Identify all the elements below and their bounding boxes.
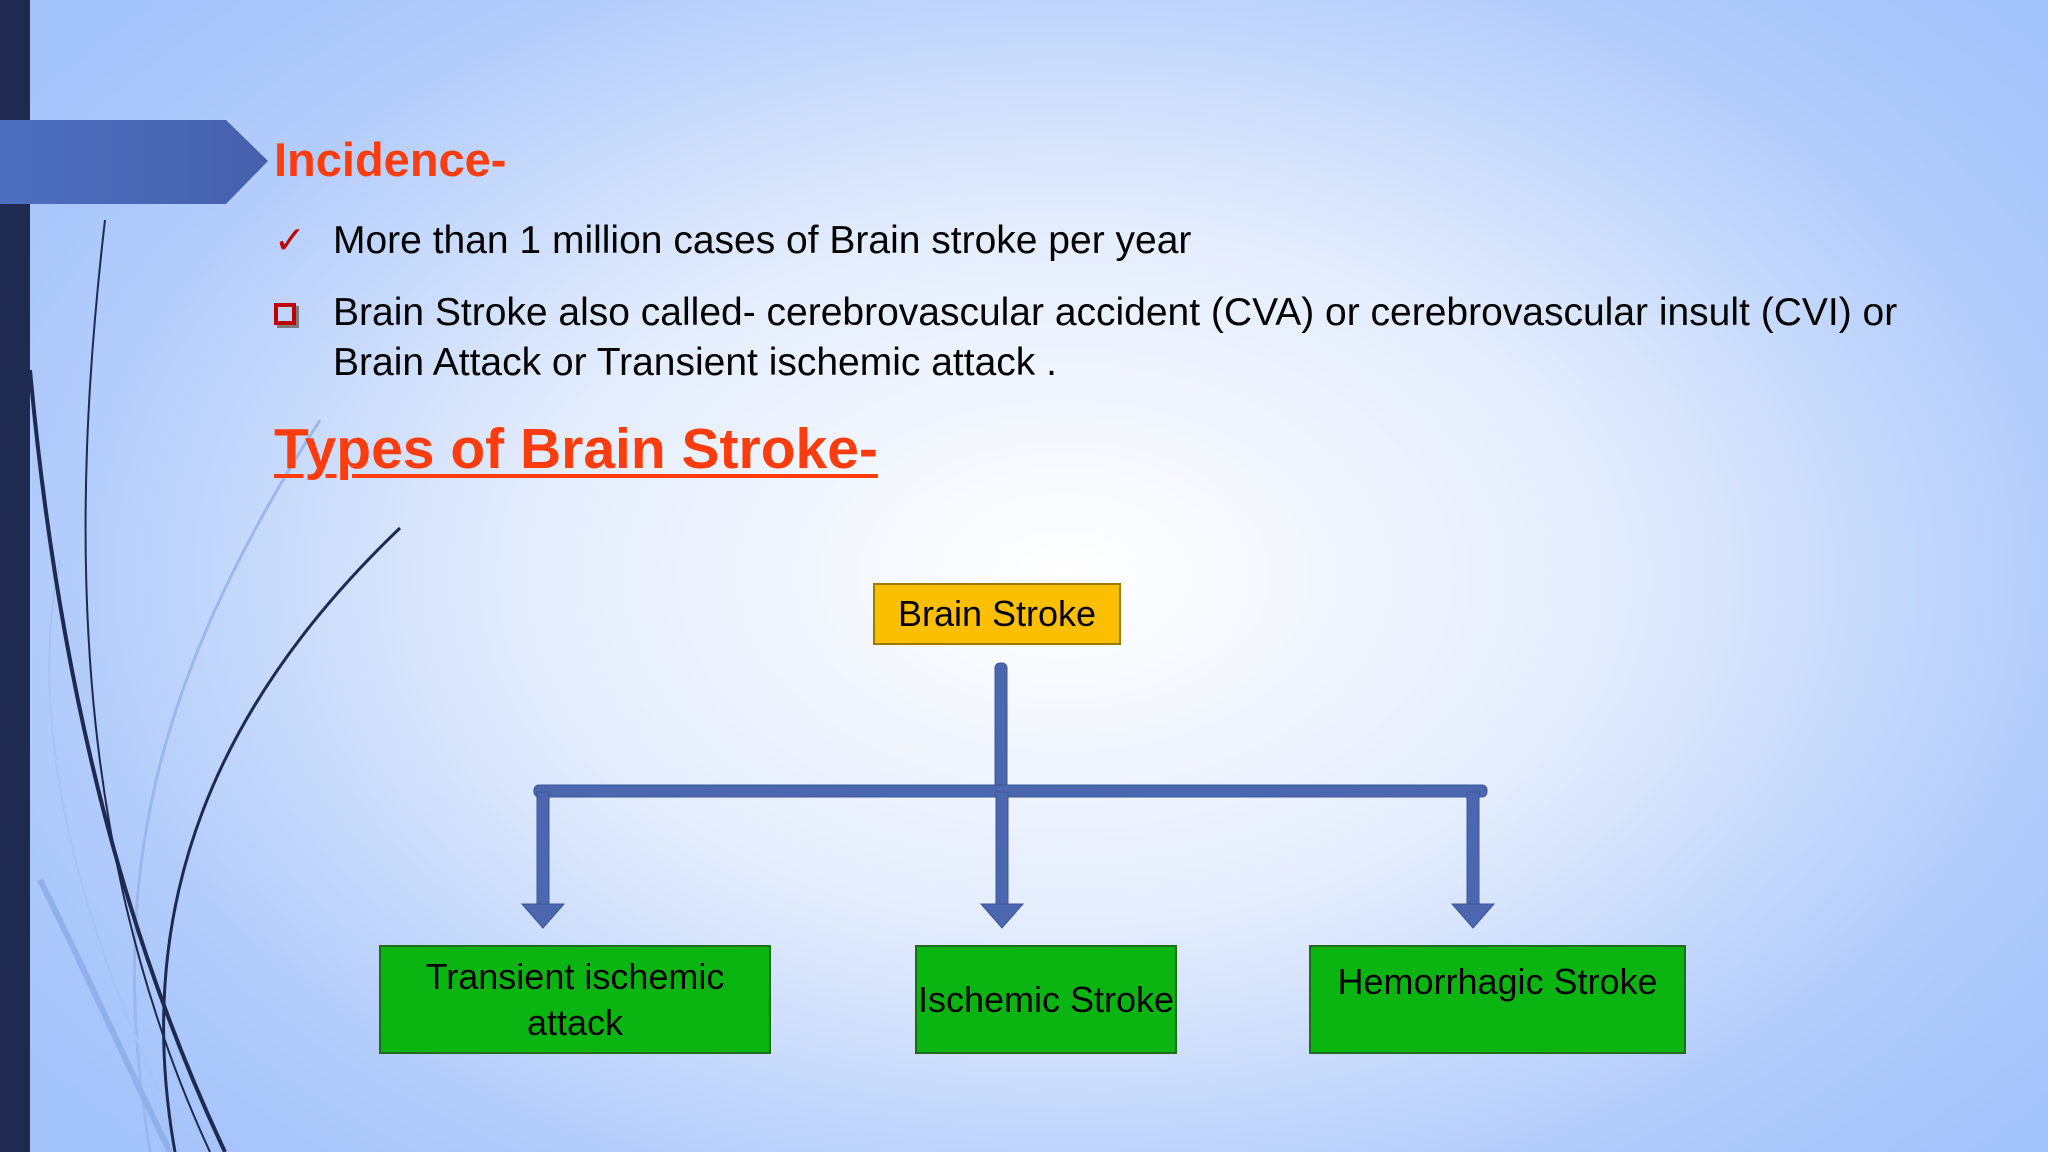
bullet-item: Brain Stroke also called- cerebrovascula… <box>274 288 1914 388</box>
decor-curve-light-1 <box>132 419 322 1152</box>
connector-drop-center <box>995 791 1009 907</box>
incidence-heading: Incidence- <box>274 133 507 186</box>
decor-curve-dark-1 <box>28 369 227 1152</box>
arrowhead-right <box>1450 903 1496 929</box>
decor-curve-dark-3 <box>162 526 402 1152</box>
arrowhead-center <box>979 903 1025 929</box>
bullet-text: Brain Stroke also called- cerebrovascula… <box>333 291 1898 384</box>
connector-drop-left <box>536 791 550 907</box>
bullet-item: ✓ More than 1 million cases of Brain str… <box>274 216 1191 266</box>
decor-curve-dark-2 <box>84 219 211 1152</box>
connector-drop-right <box>1466 791 1480 907</box>
arrowhead-left <box>520 903 566 929</box>
leaf-node-hemorrhagic-stroke: Hemorrhagic Stroke <box>1309 945 1686 1054</box>
connector-bar <box>533 784 1488 798</box>
decor-curve-light-2 <box>48 559 191 1152</box>
bullet-text: More than 1 million cases of Brain strok… <box>333 219 1192 262</box>
types-heading: Types of Brain Stroke- <box>274 417 878 481</box>
leaf-node-transient-ischemic-attack: Transient ischemic attack <box>379 945 771 1054</box>
leaf-node-ischemic-stroke: Ischemic Stroke <box>915 945 1177 1054</box>
checkmark-icon: ✓ <box>274 220 306 262</box>
title-tab-arrow <box>0 120 268 204</box>
root-node-brain-stroke: Brain Stroke <box>873 583 1121 645</box>
decor-curve-light-3 <box>37 878 173 1152</box>
connector-stem <box>994 662 1008 794</box>
square-icon <box>274 288 333 388</box>
